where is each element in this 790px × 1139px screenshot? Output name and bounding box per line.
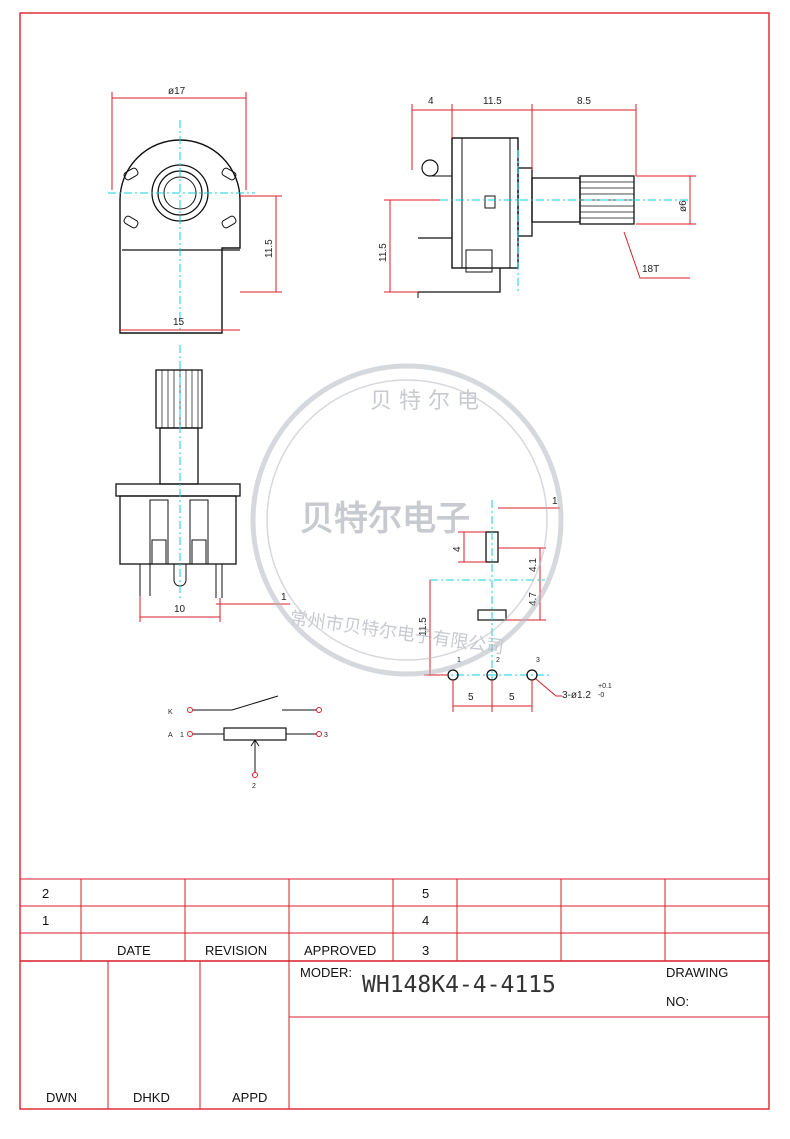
seal-bottom-text: 常州市贝特尔电子有限公司	[288, 608, 505, 659]
title-block-text: 2 1 5 4 3 DATE REVISION APPROVED MODER: …	[42, 886, 728, 1105]
drawing-label: DRAWING	[666, 965, 728, 980]
front-pitch-label: 10	[174, 604, 186, 615]
side-d2-label: 11.5	[483, 96, 502, 107]
pcb-t4-label: 4.7	[528, 592, 539, 606]
right-row-4: 4	[422, 913, 429, 928]
pcb-pin1-label: 1	[457, 657, 461, 664]
side-shaft-label: ø6	[678, 200, 689, 212]
date-header: DATE	[117, 943, 151, 958]
pcb-t2-label: 4	[452, 546, 463, 552]
schem-pin3-label: 3	[324, 732, 328, 739]
pcb-holes-label: 3-ø1.2	[562, 690, 591, 701]
top-width-label: 15	[173, 317, 185, 328]
pcb-pin2-label: 2	[496, 657, 500, 664]
schem-a-label: A	[168, 732, 173, 739]
schem-k-label: K	[168, 709, 173, 716]
schem-pin2-label: 2	[252, 783, 256, 790]
pcb-layout: 1 2 3 1 4 4.1 4.7 11.5 5 5 3-ø1.2 +0.1 -…	[418, 496, 612, 712]
appd-label: APPD	[232, 1090, 267, 1105]
schematic: K A 1 3 2	[168, 695, 328, 790]
rev-row-1: 1	[42, 913, 49, 928]
side-height-label: 11.5	[378, 243, 389, 262]
pcb-p1-label: 5	[468, 692, 474, 703]
pcb-tol-minus: -0	[598, 692, 604, 699]
front-lead-label: 1	[281, 592, 287, 603]
front-view: 10 1	[115, 345, 290, 622]
side-knurl-label: 18T	[642, 264, 659, 275]
right-row-3: 3	[422, 943, 429, 958]
pcb-t3-label: 4.1	[528, 558, 539, 572]
top-dia-label: ø17	[168, 86, 186, 97]
right-row-5: 5	[422, 886, 429, 901]
approved-header: APPROVED	[304, 943, 376, 958]
side-d1-label: 4	[428, 96, 434, 107]
side-d3-label: 8.5	[577, 96, 591, 107]
top-height-label: 11.5	[264, 239, 275, 258]
pcb-pin3-label: 3	[536, 657, 540, 664]
pcb-t5-label: 11.5	[418, 617, 429, 636]
sheet-border	[19, 12, 770, 1110]
moder-label: MODER:	[300, 965, 352, 980]
model-number: WH148K4-4-4115	[362, 972, 556, 998]
top-view: ø17 11.5 15	[108, 86, 282, 334]
pcb-tol-plus: +0.1	[598, 683, 612, 690]
dhkd-label: DHKD	[133, 1090, 170, 1105]
drawing-no-label: NO:	[666, 994, 689, 1009]
side-view: 4 11.5 8.5 ø6 18T 11.5	[378, 96, 696, 298]
seal-ring-text: 贝 特 尔 电	[370, 389, 479, 414]
seal-center-text: 贝特尔电子	[300, 499, 470, 539]
pcb-p2-label: 5	[509, 692, 515, 703]
dwn-label: DWN	[46, 1090, 77, 1105]
company-seal-watermark: 贝 特 尔 电 贝特尔电子 常州市贝特尔电子有限公司	[250, 363, 564, 677]
rev-row-2: 2	[42, 886, 49, 901]
schem-a1-label: 1	[180, 732, 184, 739]
title-block	[20, 878, 769, 1109]
revision-header: REVISION	[205, 943, 267, 958]
pcb-t1-label: 1	[552, 496, 558, 507]
